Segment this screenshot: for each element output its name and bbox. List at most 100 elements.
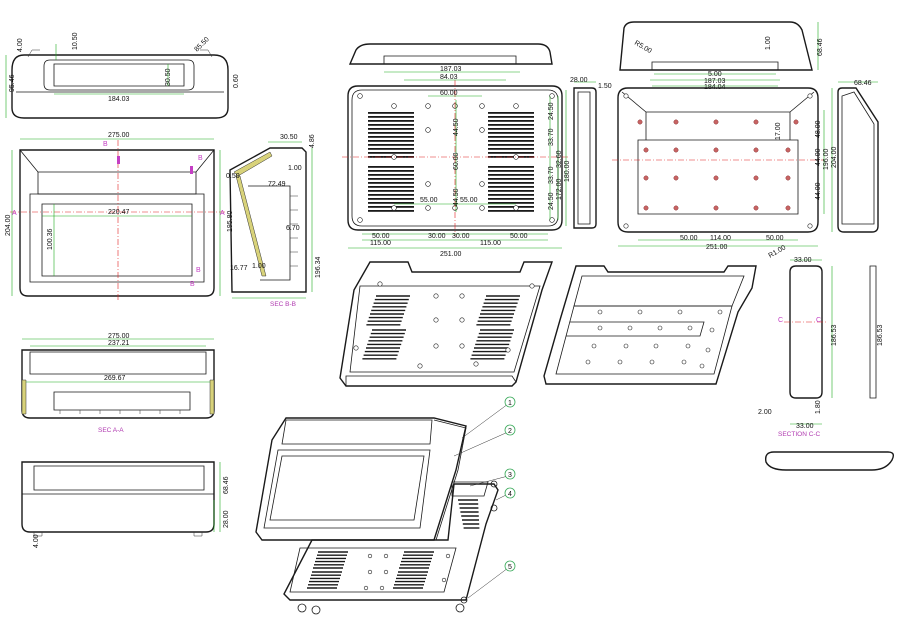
top-view-outline [11, 54, 229, 119]
vent-slot [488, 144, 534, 146]
boss-hole [673, 205, 679, 211]
dim-top-height: 95.46 [9, 74, 16, 92]
dim-bb-i: 196.34 [315, 256, 322, 278]
boss-hole [705, 347, 711, 353]
leader-line [469, 475, 509, 487]
mounting-hole [433, 343, 439, 349]
section-cc-label: SECTION C-C [778, 431, 821, 438]
mounting-hole [383, 569, 389, 575]
vent-slot [368, 166, 414, 168]
vent-slot [488, 152, 534, 154]
iso-base-outline [339, 261, 553, 387]
dim-bp-n: 115.00 [480, 240, 501, 247]
dim-bp-p: 24.50 [548, 102, 555, 120]
dim-ip-h: 114.00 [710, 235, 731, 242]
assembly-side [433, 419, 467, 541]
section-bb-inner [248, 185, 291, 281]
boss-hole [585, 359, 591, 365]
dim-side-b: 28.00 [223, 510, 230, 528]
dim-front-side: 100.36 [47, 228, 54, 250]
dim-aa-c: 269.67 [104, 375, 126, 382]
vent-slot [368, 112, 414, 114]
dim-bp-g: 44.50 [453, 188, 460, 206]
vent-slot [488, 112, 534, 114]
boss-hole [713, 175, 719, 181]
dim-trp-d: 187.03 [704, 78, 726, 85]
vent-slot [368, 202, 414, 204]
dim-bp-f: 55.00 [420, 197, 438, 204]
boss-hole [643, 205, 649, 211]
assembly-display-band [281, 419, 433, 445]
boss-hole [785, 175, 791, 181]
dim-side-a: 68.46 [223, 476, 230, 494]
top-right-profile: 68.46 1.00 5.00 187.03 184.04 R5.00 [619, 21, 824, 91]
dim-top-length: 184.03 [108, 96, 130, 103]
dim-bp-s: 33.70 [548, 166, 555, 184]
inner-plan-outline [617, 87, 819, 233]
boss-hole [617, 359, 623, 365]
leader-line [453, 431, 509, 457]
mounting-hole [425, 205, 431, 211]
boss-hole [591, 343, 597, 349]
mounting-hole [433, 293, 439, 299]
top-right-profile-slot [651, 61, 779, 71]
callout-number: 5 [508, 564, 512, 571]
dim-top-b: 30.50 [165, 68, 172, 86]
side-view-feet [33, 532, 203, 537]
vent-slot [488, 210, 534, 212]
vent-slot [368, 190, 414, 192]
vent-slot [368, 210, 414, 212]
top-view-display-window [43, 59, 195, 91]
section-bb-bosses [290, 195, 298, 267]
cover-profile-outline [348, 43, 553, 65]
section-bb-hatch [233, 151, 273, 177]
mounting-hole [473, 361, 479, 367]
vent-slot [368, 136, 414, 138]
boss-hole [597, 309, 603, 315]
vent-slot [488, 182, 534, 184]
boss-hole [753, 147, 759, 153]
dim-bs-b: 1.50 [598, 83, 612, 90]
dim-cc-c: 186.53 [877, 324, 884, 346]
vent-slot [488, 120, 534, 122]
boss-hole [627, 325, 633, 331]
iso-assembly-view [255, 403, 509, 615]
dim-bb-d: 72.49 [268, 181, 286, 188]
vent-slot [368, 194, 414, 196]
section-aa-lower [53, 391, 191, 411]
section-marker-b: B [190, 281, 195, 288]
dim-bp-l: 50.00 [510, 233, 528, 240]
dim-bp-e: 60.00 [453, 152, 460, 170]
vent-slot [368, 132, 414, 134]
cover-profile-slot [383, 55, 517, 65]
iso-base-edge [345, 375, 517, 386]
bottom-plan-outline [347, 85, 563, 231]
vent-slot [488, 166, 534, 168]
dim-cc-d: 2.00 [758, 409, 772, 416]
callout-number: 1 [508, 400, 512, 407]
boss-hole [717, 309, 723, 315]
callout-4: 4 [504, 487, 516, 499]
bottom-plan: 187.03 84.03 60.00 44.50 60.00 55.00 44.… [342, 66, 571, 258]
mounting-hole [363, 585, 369, 591]
assembly-foot [311, 605, 321, 615]
boss-hole [713, 147, 719, 153]
dim-bp-i: 50.00 [372, 233, 390, 240]
side-view-outline [21, 461, 215, 533]
dim-ip-c: 44.00 [815, 148, 822, 166]
mounting-hole [505, 347, 511, 353]
mounting-hole [513, 103, 519, 109]
assembly-foot [297, 603, 307, 613]
boss-hole [623, 93, 629, 99]
dim-bp-o: 251.00 [440, 251, 462, 258]
section-aa-label: SEC A-A [98, 427, 124, 434]
dim-ip-e: 44.00 [815, 182, 822, 200]
dim-ip-b: 48.00 [815, 120, 822, 138]
dim-bb-h: 1.00 [252, 263, 266, 270]
dim-bp-q: 33.70 [548, 128, 555, 146]
section-marker-b: B [196, 267, 201, 274]
section-b-b: 30.50 4.86 0.50 72.49 1.00 6.70 16.77 1.… [226, 134, 322, 308]
dim-bp-c: 60.00 [440, 90, 458, 97]
mounting-hole [479, 103, 485, 109]
dim-front-width: 275.00 [108, 132, 130, 139]
